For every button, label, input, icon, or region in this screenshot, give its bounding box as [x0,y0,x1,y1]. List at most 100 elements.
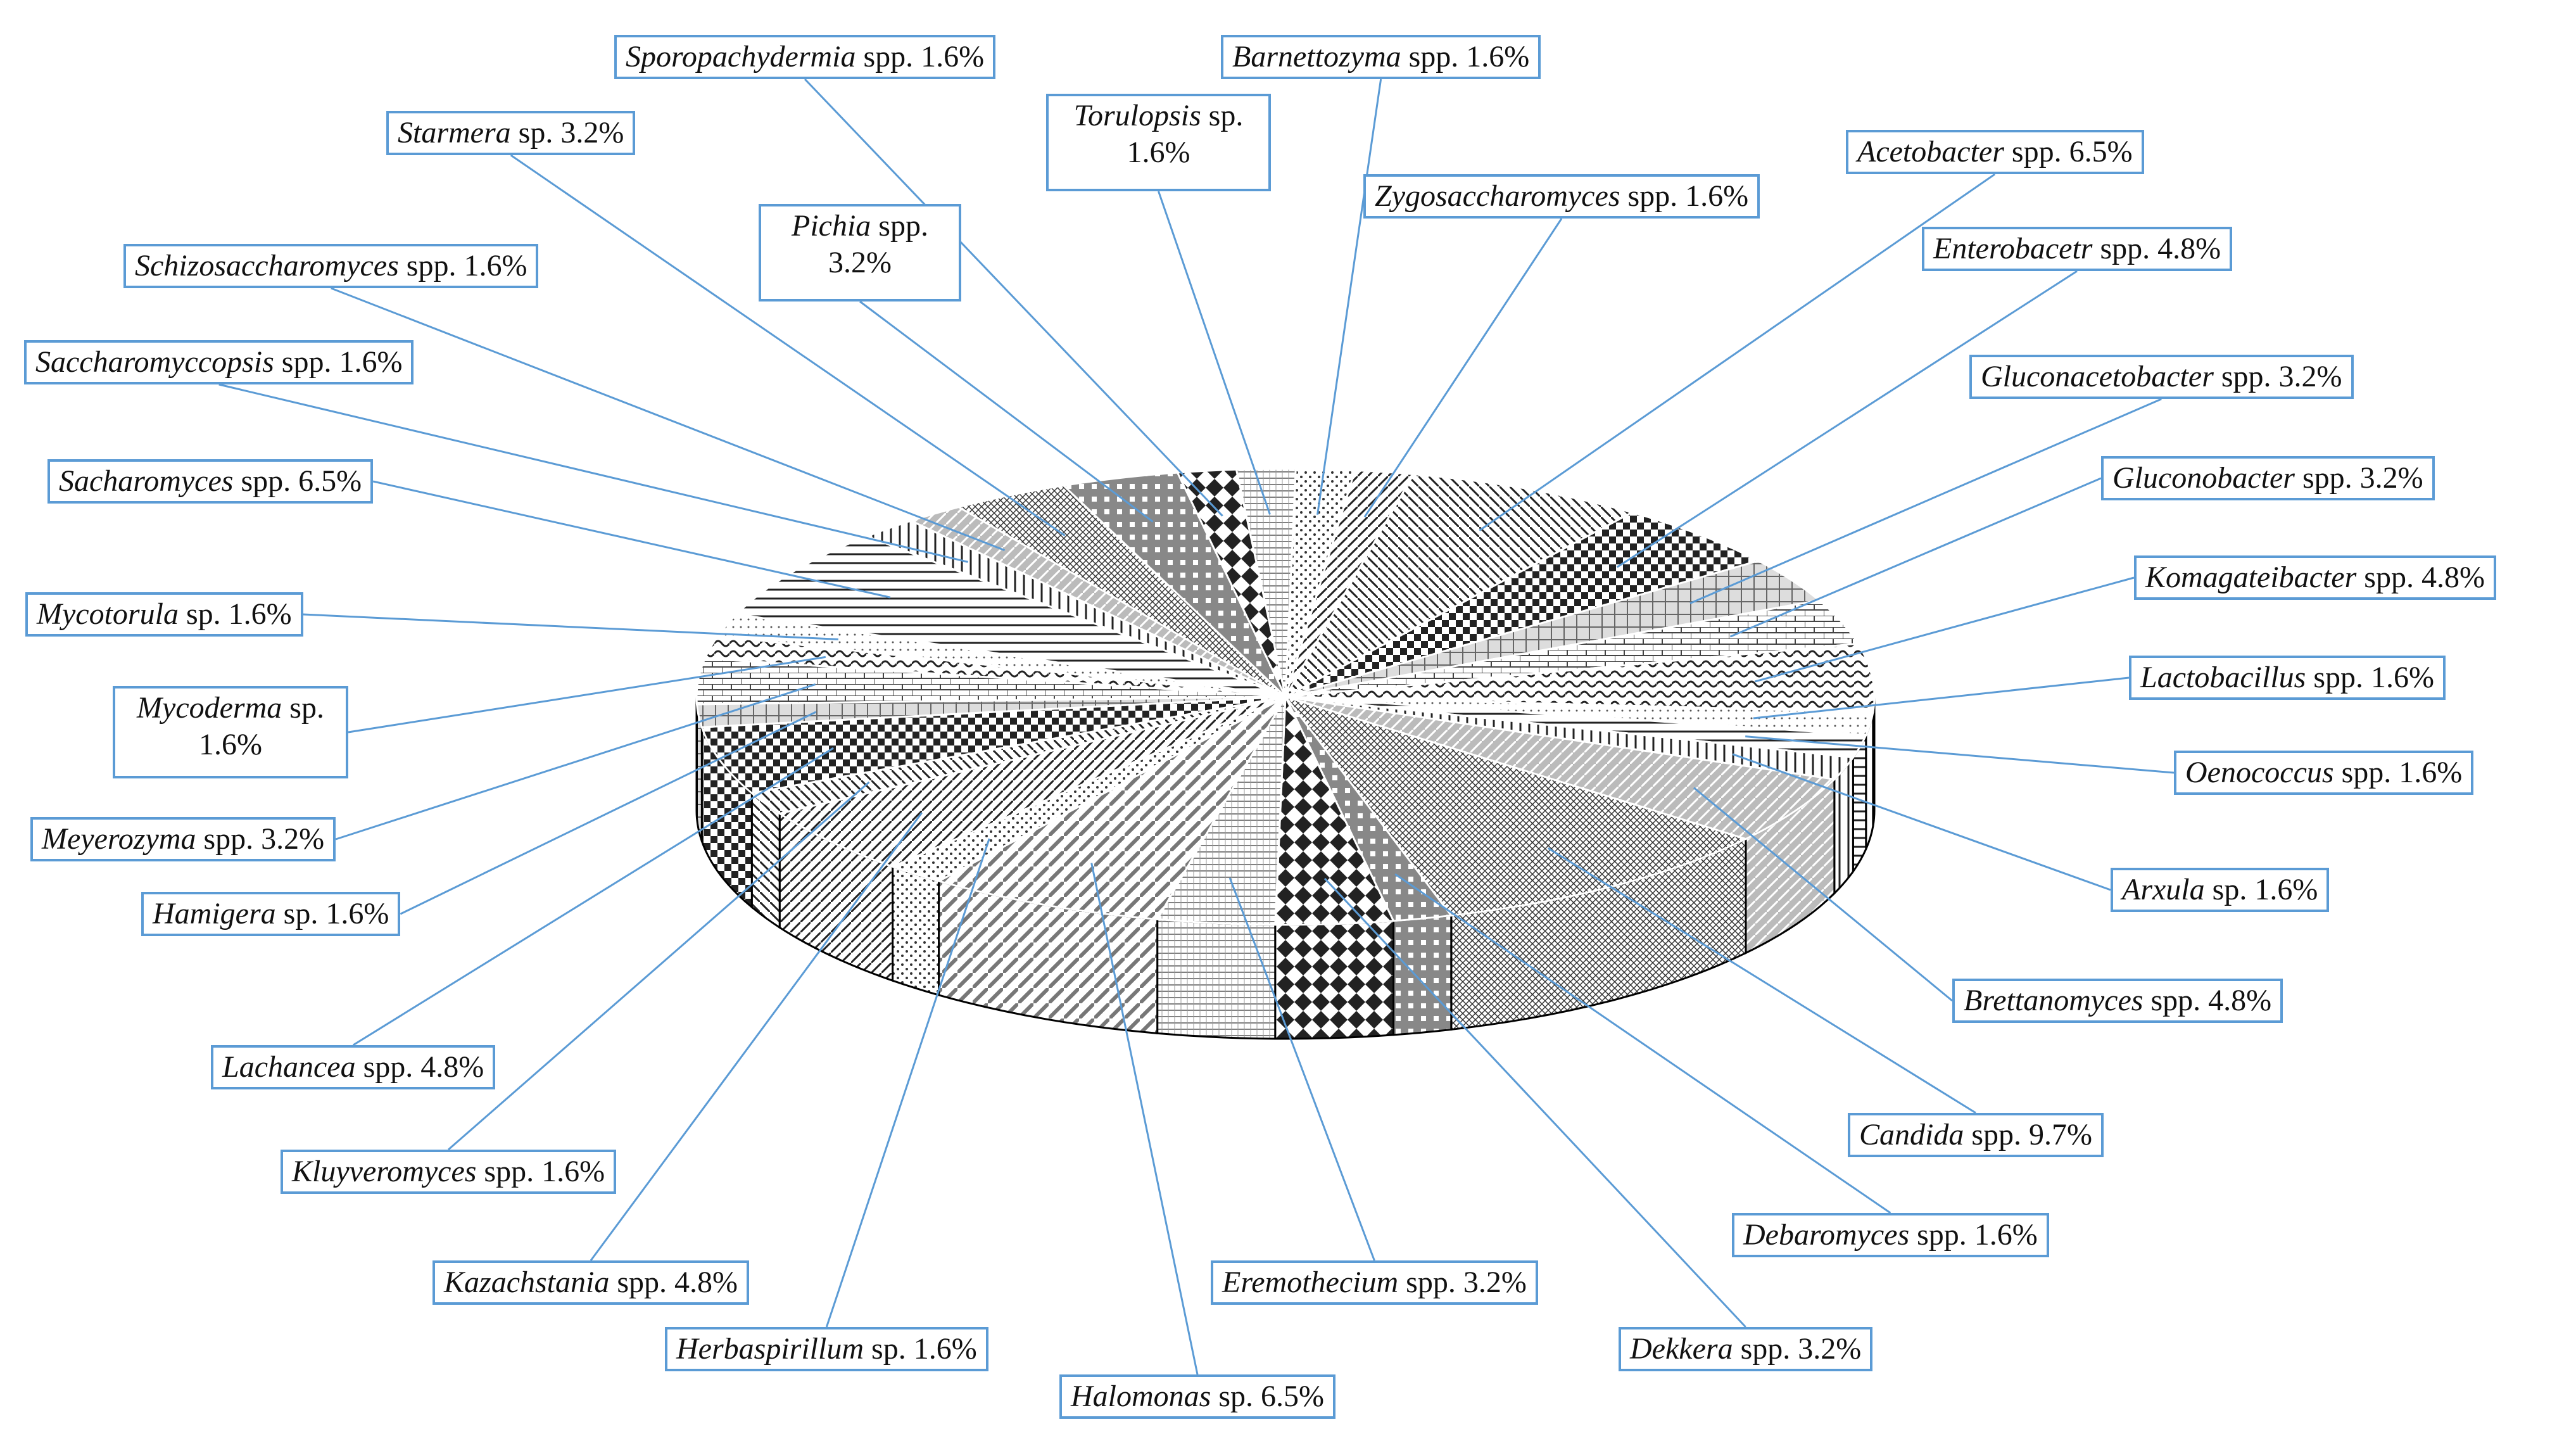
leader-line-komagateibacter [1755,576,2135,683]
slice-torulopsis [1235,467,1297,697]
label-value: spp. 1.6% [476,1155,605,1188]
label-value: spp. 6.5% [233,464,362,498]
label-kluyveromyces: Kluyveromyces spp. 1.6% [281,1150,617,1194]
slice-side-debaromyces [1392,914,1453,1036]
label-genus: Barnettozyma [1232,40,1401,73]
label-genus: Gluconacetobacter [1981,360,2214,393]
label-komagateibacter: Komagateibacter spp. 4.8% [2134,555,2496,600]
label-genus: Acetobacter [1857,135,2004,168]
leader-line-mycotorula [303,613,838,640]
label-genus: Lactobacillus [2140,661,2306,694]
label-value: sp. 1.6% [2204,873,2318,906]
label-genus: Sporopachydermia [626,40,856,73]
label-schizosaccharomyces: Schizosaccharomyces spp. 1.6% [123,244,539,288]
leader-line-schizosaccharomyces [331,287,1006,552]
label-genus: Mycoderma [137,691,282,725]
slice-halomonas [936,694,1288,920]
label-acetobacter: Acetobacter spp. 6.5% [1846,130,2144,174]
label-genus: Komagateibacter [2145,561,2357,594]
label-genus: Kluyveromyces [292,1155,477,1188]
label-candida: Candida spp. 9.7% [1848,1113,2104,1157]
label-oenococcus: Oenococcus spp. 1.6% [2174,751,2474,795]
slice-kazachstania [777,695,1286,868]
leader-lines [218,78,2175,1375]
leader-line-halomonas [1090,863,1199,1375]
label-gluconacetobacter: Gluconacetobacter spp. 3.2% [1969,355,2354,399]
leader-line-mycoderma [348,656,826,733]
label-genus: Herbaspirillum [676,1332,864,1366]
label-value: sp. 1.6% [199,691,324,761]
label-genus: Schizosaccharomyces [135,249,399,282]
label-genus: Oenococcus [2185,756,2334,789]
label-value: sp. 1.6% [864,1332,977,1366]
pie-side-layer [695,696,1876,1040]
label-value: spp. 3.2% [1733,1332,1862,1366]
leader-line-starmera [510,154,1066,536]
label-value: sp. 6.5% [1211,1380,1325,1413]
label-value: sp. 1.6% [178,597,292,631]
label-genus: Saccharomyccopsis [35,345,274,379]
label-value: spp. 3.2% [2294,461,2423,495]
leader-line-lachancea [352,747,834,1046]
slice-komagateibacter [1285,642,1876,713]
label-eremothecium: Eremothecium spp. 3.2% [1211,1260,1538,1305]
label-genus: Pichia [792,209,871,243]
label-mycoderma: Mycoderma sp. 1.6% [113,686,348,778]
label-meyerozyma: Meyerozyma spp. 3.2% [30,817,336,861]
leader-line-acetobacter [1479,173,1996,531]
label-barnettozyma: Barnettozyma spp. 1.6% [1221,35,1541,79]
label-value: sp. 3.2% [510,116,624,149]
label-value: sp. 1.6% [275,897,389,930]
label-value: spp. 9.7% [1964,1118,2093,1152]
label-value: sp. 1.6% [1127,99,1244,169]
leader-line-herbaspirillum [825,838,990,1328]
pie-top-layer [695,467,1876,926]
label-herbaspirillum: Herbaspirillum sp. 1.6% [665,1327,988,1371]
leader-line-candida [1547,847,1976,1114]
slice-side-eremothecium [1156,918,1277,1040]
leader-line-gluconobacter [1729,477,2102,638]
label-value: spp. 1.6% [1620,179,1749,213]
leader-line-arxula [1732,753,2111,891]
label-value: spp. 3.2% [2213,360,2342,393]
label-value: spp. 4.8% [2092,232,2221,265]
label-dekkera: Dekkera spp. 3.2% [1619,1327,1873,1371]
leader-line-saccharomyccopsis [218,383,968,563]
label-halomonas: Halomonas sp. 6.5% [1059,1374,1336,1419]
slice-side-herbaspirillum [892,865,940,997]
leader-line-kluyveromyces [448,781,870,1151]
label-hamigera: Hamigera sp. 1.6% [141,892,401,936]
leader-line-pichia [859,300,1154,523]
label-sporopachydermia: Sporopachydermia spp. 1.6% [614,35,996,79]
label-genus: Brettanomyces [1964,984,2144,1017]
leader-line-kazachstania [590,812,923,1261]
label-genus: Meyerozyma [42,822,196,856]
label-kazachstania: Kazachstania spp. 4.8% [432,1260,750,1305]
label-genus: Mycotorula [37,597,179,631]
label-genus: Halomonas [1071,1380,1211,1413]
slice-candida [1282,695,1748,917]
label-enterobacetr: Enterobacetr spp. 4.8% [1922,227,2233,271]
label-pichia: Pichia spp. 3.2% [759,204,961,301]
slice-side-dekkera [1274,920,1395,1040]
label-arxula: Arxula sp. 1.6% [2111,868,2330,912]
label-value: spp. 3.2% [1398,1266,1527,1299]
label-gluconobacter: Gluconobacter spp. 3.2% [2101,456,2435,500]
label-value: spp. 3.2% [828,209,928,279]
label-genus: Lachancea [222,1050,356,1084]
label-genus: Enterobacetr [1933,232,2093,265]
label-genus: Starmera [398,116,511,149]
leader-line-sporopachydermia [804,78,1223,517]
leader-line-enterobacetr [1616,270,2078,568]
slice-side-arxula [1833,754,1854,896]
label-value: spp. 1.6% [1909,1218,2038,1252]
label-lactobacillus: Lactobacillus spp. 1.6% [2129,656,2446,700]
slice-side-kluyveromyces [750,791,781,930]
label-genus: Candida [1859,1118,1964,1152]
label-value: spp. 1.6% [274,345,403,379]
label-genus: Dekkera [1630,1332,1733,1366]
label-value: spp. 1.6% [2333,756,2463,789]
label-brettanomyces: Brettanomyces spp. 4.8% [1952,979,2283,1023]
label-genus: Gluconobacter [2112,461,2295,495]
label-torulopsis: Torulopsis sp. 1.6% [1046,94,1271,191]
